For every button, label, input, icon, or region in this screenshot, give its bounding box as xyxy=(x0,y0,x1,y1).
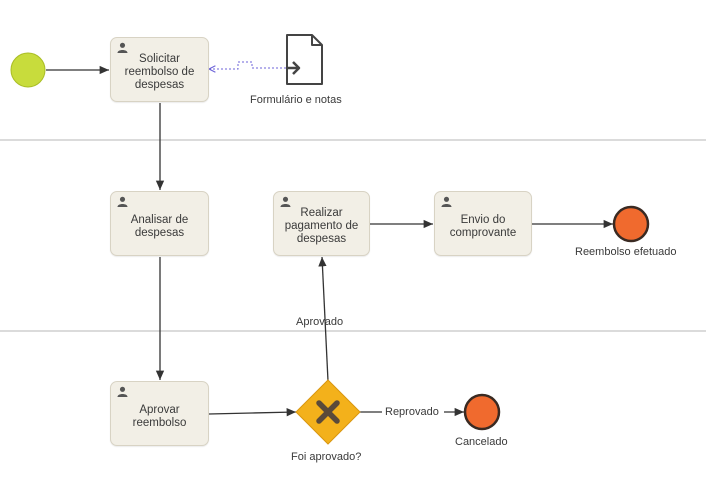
user-icon xyxy=(117,42,128,53)
user-icon xyxy=(441,196,452,207)
end-event-reembolso-label: Reembolso efetuado xyxy=(575,246,677,258)
flow-gateway-approved[interactable] xyxy=(318,256,329,382)
task-envio-comprovante[interactable]: Envio do comprovante xyxy=(434,191,532,256)
task-analisar-despesas[interactable]: Analisar de despesas xyxy=(110,191,209,256)
task-aprovar-reembolso[interactable]: Aprovar reembolso xyxy=(110,381,209,446)
task-label: Aprovar reembolso xyxy=(132,403,187,429)
exclusive-gateway[interactable] xyxy=(295,379,361,445)
end-event-cancelado[interactable] xyxy=(463,393,501,431)
end-event-reembolso[interactable] xyxy=(612,205,650,243)
end-event-cancelado-label: Cancelado xyxy=(455,436,508,448)
document-arrow-icon[interactable] xyxy=(286,34,323,85)
task-label: Solicitar reembolso de despesas xyxy=(124,53,195,91)
flow-aprovar-to-gateway[interactable] xyxy=(208,408,297,417)
flow-label-reprovado: Reprovado xyxy=(385,406,439,418)
task-realizar-pagamento[interactable]: Realizar pagamento de despesas xyxy=(273,191,370,256)
task-label: Analisar de despesas xyxy=(130,213,189,239)
data-object-label: Formulário e notas xyxy=(250,94,342,106)
flow-label-aprovado: Aprovado xyxy=(296,316,343,328)
user-icon xyxy=(117,386,128,397)
task-solicitar-reembolso[interactable]: Solicitar reembolso de despesas xyxy=(110,37,209,102)
start-event[interactable] xyxy=(10,52,46,88)
task-label: Envio do comprovante xyxy=(449,213,517,239)
data-association[interactable] xyxy=(209,61,286,69)
user-icon xyxy=(280,196,291,207)
user-icon xyxy=(117,196,128,207)
x-icon xyxy=(316,400,340,424)
task-label: Realizar pagamento de despesas xyxy=(284,207,359,245)
gateway-label: Foi aprovado? xyxy=(291,451,362,463)
